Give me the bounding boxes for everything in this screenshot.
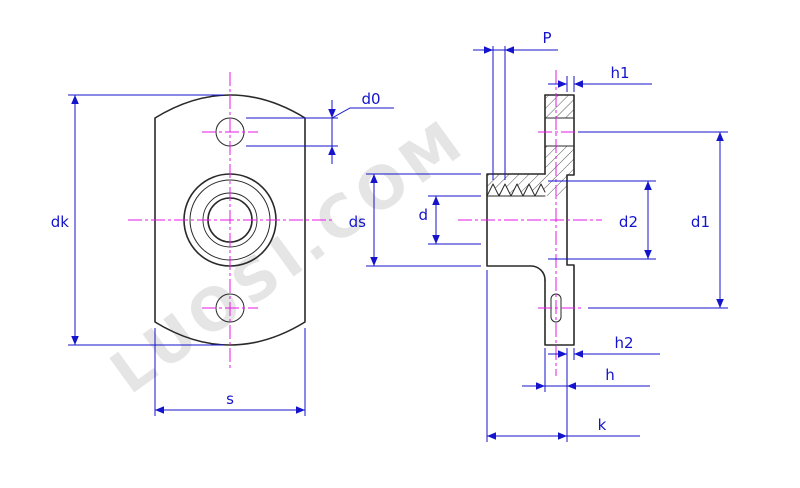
side-section-view: P h1 ds d d2 [349,29,728,442]
dimension-s: s [154,328,306,416]
dim-label-d2: d2 [619,213,638,231]
shank-outline [486,173,546,281]
dimension-P: P [473,29,558,180]
flange-section-hatch-lower [545,146,574,196]
dimension-d1: d1 [578,131,728,309]
side-centerlines [458,70,602,376]
dim-label-h: h [605,366,615,384]
d0-leader-line [331,107,394,119]
dimension-dk: dk [51,94,224,346]
flange-side-outline [544,94,575,346]
dim-label-k: k [598,416,607,434]
dim-label-h1: h1 [610,64,629,82]
dim-label-h2: h2 [614,334,633,352]
dimension-h: h [522,348,650,392]
dim-label-d: d [418,206,428,224]
dim-label-d1: d1 [691,213,710,231]
dim-label-P: P [542,29,551,47]
dimension-h2: h2 [548,334,660,442]
dimension-k: k [486,270,640,442]
dimension-d0: d0 [246,90,394,164]
dim-label-dk: dk [51,213,70,231]
dimension-d2: d2 [548,180,656,260]
front-centerlines [128,72,332,368]
flange-outline [154,94,306,346]
dim-label-s: s [226,390,234,408]
dim-label-ds: ds [349,213,367,231]
dimension-ds: ds [349,173,481,267]
dim-label-d0: d0 [361,90,380,108]
front-view: dk s d0 [51,72,394,416]
dimension-d: d [418,195,481,245]
dimension-h1: h1 [548,64,652,92]
flange-section-hatch-upper [545,95,574,118]
thread-profile [486,183,546,197]
